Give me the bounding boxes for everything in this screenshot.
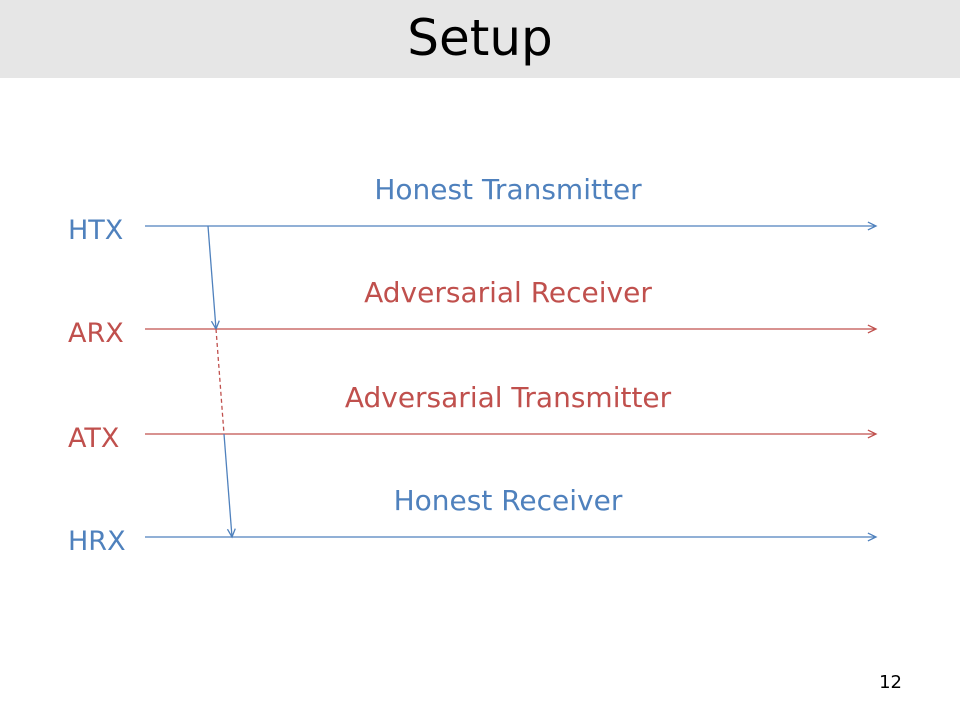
lane-label-atx: ATX xyxy=(68,423,119,454)
timeline-atx-arrowhead xyxy=(867,429,878,439)
lane-label-htx: HTX xyxy=(68,215,123,246)
timeline-hrx-arrowhead xyxy=(867,532,878,542)
lane-caption-hrx: Honest Receiver xyxy=(394,484,623,517)
lane-label-hrx: HRX xyxy=(68,526,126,557)
title-bar xyxy=(0,0,960,78)
lane-caption-arx: Adversarial Receiver xyxy=(364,276,652,309)
message-arrow-arx-to-atx xyxy=(215,328,225,435)
timeline-htx-arrowhead xyxy=(867,221,878,231)
timeline-arx-arrowhead xyxy=(867,324,878,334)
lane-caption-atx: Adversarial Transmitter xyxy=(345,381,672,414)
lane-caption-htx: Honest Transmitter xyxy=(374,173,642,206)
page-number: 12 xyxy=(879,672,902,693)
slide-title: Setup xyxy=(407,9,553,67)
lane-label-arx: ARX xyxy=(68,318,124,349)
message-arrow-atx-to-hrx xyxy=(223,433,233,538)
message-arrowhead-atx-to-hrx xyxy=(226,528,236,539)
message-arrow-htx-to-arx xyxy=(207,225,217,330)
